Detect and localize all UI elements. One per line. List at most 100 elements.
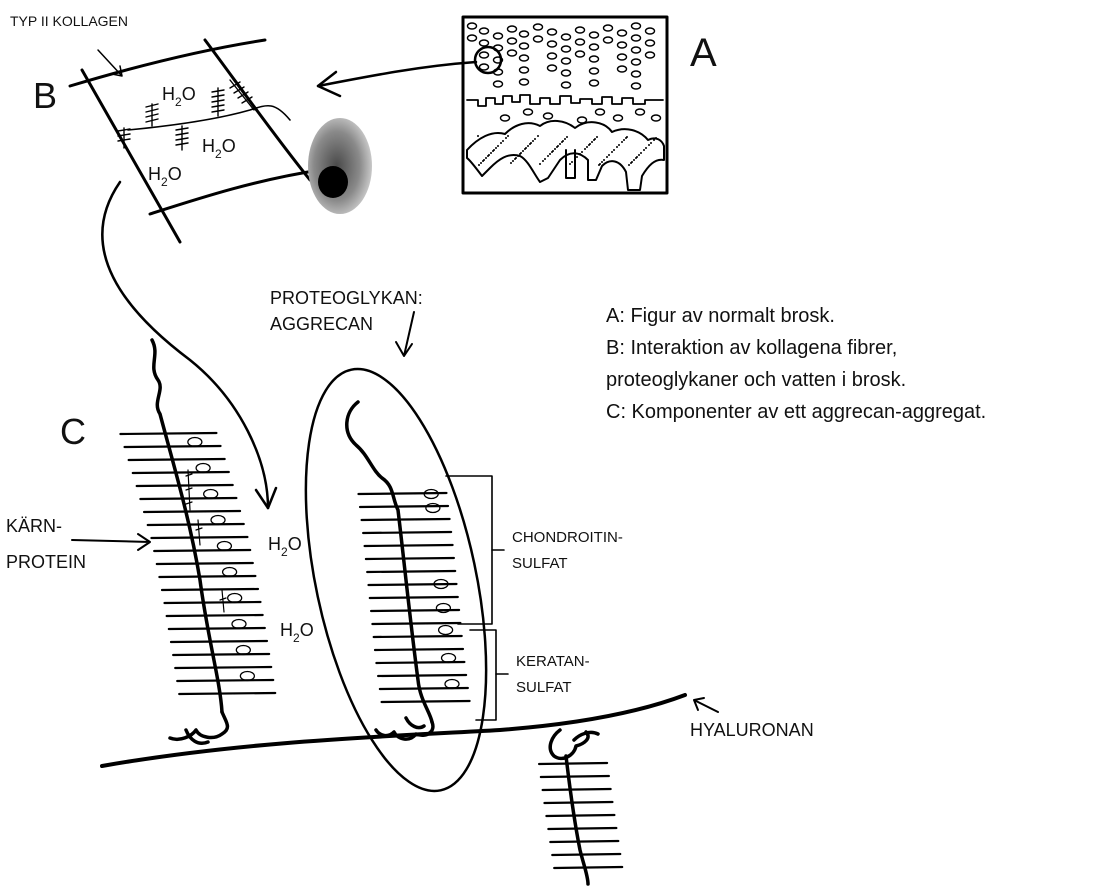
- water-label-c2: H2O: [280, 620, 314, 645]
- chondrocyte-oval: [520, 67, 529, 73]
- label-karn-1: KÄRN-: [6, 516, 62, 536]
- side-chain: [382, 701, 470, 702]
- chondrocyte-oval: [632, 83, 641, 89]
- chondrocyte-oval: [508, 38, 517, 44]
- side-chain: [159, 576, 255, 577]
- sulfate-oval: [439, 626, 453, 635]
- sulfate-oval: [211, 516, 225, 525]
- chondrocyte-oval: [618, 54, 627, 60]
- side-chain: [378, 675, 466, 676]
- sulfate-oval: [204, 490, 218, 499]
- side-chain: [171, 641, 267, 642]
- bone-dot: [655, 137, 657, 139]
- sulfate-oval: [228, 594, 242, 603]
- chondroitin-bracket: [446, 476, 492, 624]
- bone-dot: [477, 135, 479, 137]
- bone-dot: [544, 158, 546, 160]
- chondrocyte-oval: [646, 28, 655, 34]
- bone-dot: [564, 138, 566, 140]
- bone-dot: [633, 159, 635, 161]
- panel-letter-b: B: [33, 75, 57, 116]
- bone-dot: [542, 160, 544, 162]
- bone-dot: [581, 151, 583, 153]
- hyaluronan-pointer: [694, 698, 718, 712]
- side-chain: [175, 667, 271, 668]
- label-chondroitin-1: CHONDROITIN-: [512, 529, 623, 546]
- panel-a-cartilage-figure: A: [463, 17, 717, 193]
- chondrocyte-oval: [524, 109, 533, 115]
- side-chain: [177, 680, 273, 681]
- bone-dot: [586, 146, 588, 148]
- label-proteoglykan: PROTEOGLYKAN:: [270, 288, 423, 308]
- panel-letter-c: C: [60, 411, 86, 452]
- bone-dot: [576, 156, 578, 158]
- bone-dot: [488, 154, 490, 156]
- bone-dot: [485, 157, 487, 159]
- bone-dot: [552, 150, 554, 152]
- bone-dot: [495, 147, 497, 149]
- sulfate-oval: [232, 620, 246, 629]
- panel-letter-a: A: [690, 31, 717, 75]
- bone-dot: [512, 160, 514, 162]
- bone-dot: [483, 159, 485, 161]
- karn-pointer: [72, 534, 150, 550]
- bone-dot: [643, 149, 645, 151]
- legend-line-b1: B: Interaktion av kollagena fibrer,: [606, 332, 986, 364]
- chondrocyte-oval: [590, 44, 599, 50]
- bone-dot: [517, 155, 519, 157]
- bone-dot: [596, 136, 598, 138]
- bone-dot: [611, 151, 613, 153]
- side-chain: [173, 654, 269, 655]
- proteoglykan-pointer: [396, 312, 414, 356]
- side-chain: [167, 615, 263, 616]
- chondrocyte-oval: [590, 80, 599, 86]
- water-label-b1: H2O: [162, 84, 196, 109]
- bone-dot: [613, 149, 615, 151]
- label-aggrecan: AGGRECAN: [270, 314, 373, 334]
- bone-dot: [480, 162, 482, 164]
- tidemark-line: [467, 95, 663, 106]
- side-chain: [370, 597, 458, 598]
- sulfate-oval: [223, 568, 237, 577]
- bone-dot: [547, 155, 549, 157]
- chondrocyte-oval: [548, 53, 557, 59]
- bone-dot: [584, 148, 586, 150]
- bone-dot: [645, 147, 647, 149]
- bone-dot: [478, 164, 480, 166]
- bone-dot: [510, 162, 512, 164]
- chondrocyte-oval: [596, 109, 605, 115]
- side-chain: [362, 519, 450, 520]
- side-chain: [140, 498, 236, 499]
- side-chain: [546, 815, 614, 816]
- bone-dot: [571, 161, 573, 163]
- chondrocyte-oval: [562, 34, 571, 40]
- bone-dot: [640, 152, 642, 154]
- chondrocyte-oval: [590, 68, 599, 74]
- side-chain: [369, 584, 457, 585]
- chondrocyte-oval: [604, 25, 613, 31]
- bone-dot: [557, 145, 559, 147]
- chondrocyte-oval: [562, 82, 571, 88]
- chondrocyte-oval: [632, 71, 641, 77]
- proteoglycan-ellipse: [273, 353, 519, 807]
- side-chain: [133, 472, 229, 473]
- bone-dot: [569, 163, 571, 165]
- bone-dot: [522, 150, 524, 152]
- chondrocyte-oval: [520, 43, 529, 49]
- bone-dot: [621, 141, 623, 143]
- bone-dot: [653, 139, 655, 141]
- chondrocyte-oval: [508, 26, 517, 32]
- chondrocyte-oval: [604, 37, 613, 43]
- label-typ-ii-kollagen: TYP II KOLLAGEN: [10, 13, 128, 29]
- side-chain: [137, 485, 233, 486]
- bone-dot: [623, 139, 625, 141]
- chondrocyte-oval: [544, 113, 553, 119]
- bone-dot: [591, 141, 593, 143]
- bone-dot: [599, 163, 601, 165]
- keratan-bracket: [470, 630, 496, 720]
- bone-dot: [603, 159, 605, 161]
- link-protein-left: [170, 712, 227, 743]
- bristles-left: [120, 433, 275, 694]
- bone-dot: [530, 142, 532, 144]
